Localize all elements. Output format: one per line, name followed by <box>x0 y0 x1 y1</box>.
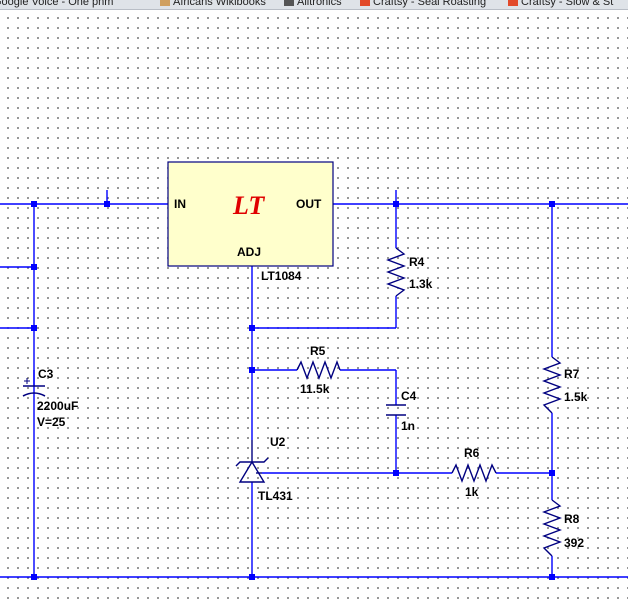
c3-ref-label: C3 <box>38 367 54 381</box>
c4-value-label: 1n <box>401 419 415 433</box>
craftsy-icon <box>360 0 370 6</box>
r8-ref-label: R8 <box>564 512 580 526</box>
c3-voltage-label: V=25 <box>37 415 66 429</box>
r4-value-label: 1.3k <box>409 277 433 291</box>
junctions <box>31 201 555 580</box>
bookmark-label: Alltronics <box>297 0 342 8</box>
shunt-regulator-u2[interactable] <box>235 440 269 483</box>
bookmark-google-voice[interactable]: Google Voice - One phm <box>0 0 113 8</box>
bookmarks-bar: Google Voice - One phm Africans Wikibook… <box>0 0 628 10</box>
bookmark-label: Google Voice - One phm <box>0 0 114 8</box>
regulator-part-label: LT1084 <box>261 269 302 283</box>
in-pin-label: IN <box>174 197 186 211</box>
bookmark-label: Craftsy - Seal Roasting <box>373 0 487 8</box>
resistor-r7[interactable] <box>542 356 562 414</box>
lt1084-regulator[interactable]: IN OUT ADJ LT <box>167 161 334 267</box>
lt-logo-icon: LT <box>232 191 265 220</box>
out-pin-label: OUT <box>296 197 322 211</box>
r6-value-label: 1k <box>465 485 479 499</box>
bookmark-label: Africans Wikibooks <box>173 0 266 8</box>
c4-ref-label: C4 <box>401 389 417 403</box>
alltronics-icon <box>284 0 294 6</box>
bookmark-label: Craftsy - Slow & St <box>521 0 614 8</box>
resistor-r8[interactable] <box>542 499 562 557</box>
capacitor-c4[interactable] <box>386 404 406 416</box>
bookmark-alltronics[interactable]: Alltronics <box>284 0 342 8</box>
c3-value-label: 2200uF <box>37 399 78 413</box>
bookmark-wikibooks[interactable]: Africans Wikibooks <box>160 0 266 8</box>
r6-ref-label: R6 <box>464 446 480 460</box>
r4-ref-label: R4 <box>409 255 425 269</box>
schematic-canvas[interactable] <box>0 10 628 603</box>
resistor-r4[interactable] <box>386 247 406 297</box>
resistor-r5[interactable] <box>296 360 341 380</box>
r5-value-label: 11.5k <box>300 382 330 396</box>
u2-value-label: TL431 <box>258 489 293 503</box>
craftsy-icon <box>508 0 518 6</box>
r5-ref-label: R5 <box>310 344 326 358</box>
r7-value-label: 1.5k <box>564 390 588 404</box>
adj-pin-label: ADJ <box>237 245 261 259</box>
r8-value-label: 392 <box>564 536 584 550</box>
capacitor-c3[interactable] <box>22 378 46 397</box>
u2-ref-label: U2 <box>270 435 286 449</box>
bookmark-craftsy-slow[interactable]: Craftsy - Slow & St <box>508 0 613 8</box>
resistor-r6[interactable] <box>451 463 497 483</box>
wikibooks-icon <box>160 0 170 6</box>
r7-ref-label: R7 <box>564 367 580 381</box>
bookmark-craftsy-seal[interactable]: Craftsy - Seal Roasting <box>360 0 486 8</box>
